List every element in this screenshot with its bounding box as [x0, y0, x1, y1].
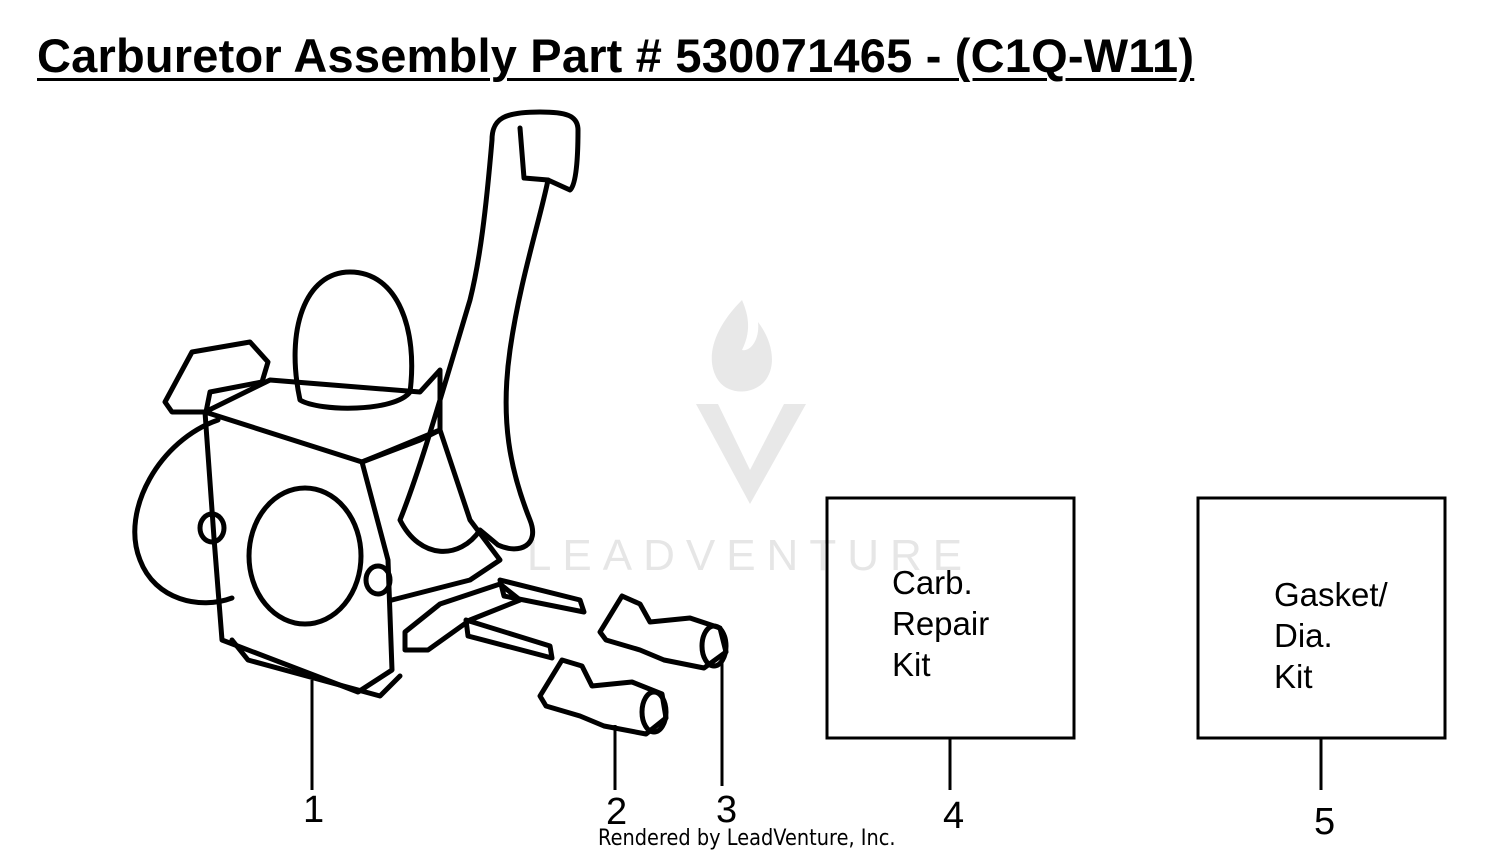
- gasket-kit-line-3: Kit: [1274, 658, 1313, 695]
- gasket-kit-line-2: Dia.: [1274, 617, 1333, 654]
- diagram-title: Carburetor Assembly Part # 530071465 - (…: [37, 29, 1195, 82]
- throttle-lever: [397, 109, 581, 554]
- left-bracket: [162, 339, 271, 415]
- mounting-hole-top: [197, 511, 227, 545]
- callout-1: 1: [303, 789, 325, 831]
- render-credit: Rendered by LeadVenture, Inc.: [598, 826, 896, 851]
- repair-kit-line-2: Repair: [892, 605, 990, 642]
- carb-base: [229, 637, 403, 699]
- repair-kit-label: Carb. Repair Kit: [892, 562, 989, 685]
- callout-5: 5: [1314, 801, 1336, 843]
- primer-bulb: [292, 269, 415, 411]
- callout-3: 3: [716, 789, 738, 831]
- linkage-bracket: [402, 581, 523, 653]
- repair-kit-box: [825, 496, 1076, 740]
- limiter-cap-3-end: [699, 623, 729, 669]
- gasket-kit-line-1: Gasket/: [1274, 576, 1388, 613]
- needle-shaft-lower: [463, 617, 555, 661]
- lever-tab: [517, 125, 551, 183]
- gasket-kit-box: [1196, 496, 1447, 740]
- fuel-line-loop: [132, 417, 235, 606]
- repair-kit-line-1: Carb.: [892, 564, 973, 601]
- callout-4: 4: [943, 795, 965, 837]
- repair-kit-line-3: Kit: [892, 646, 931, 683]
- limiter-cap-2-end: [639, 689, 669, 735]
- venturi-bore: [246, 485, 364, 627]
- needle-shaft-upper: [497, 577, 587, 615]
- callout-2: 2: [606, 791, 628, 833]
- gasket-kit-label: Gasket/ Dia. Kit: [1274, 574, 1388, 697]
- watermark-logo-icon: [696, 300, 806, 504]
- watermark-text: LEADVENTURE: [526, 531, 974, 580]
- mounting-hole-bottom: [363, 563, 393, 597]
- carb-body-side: [359, 427, 503, 603]
- carb-body-front: [202, 409, 395, 695]
